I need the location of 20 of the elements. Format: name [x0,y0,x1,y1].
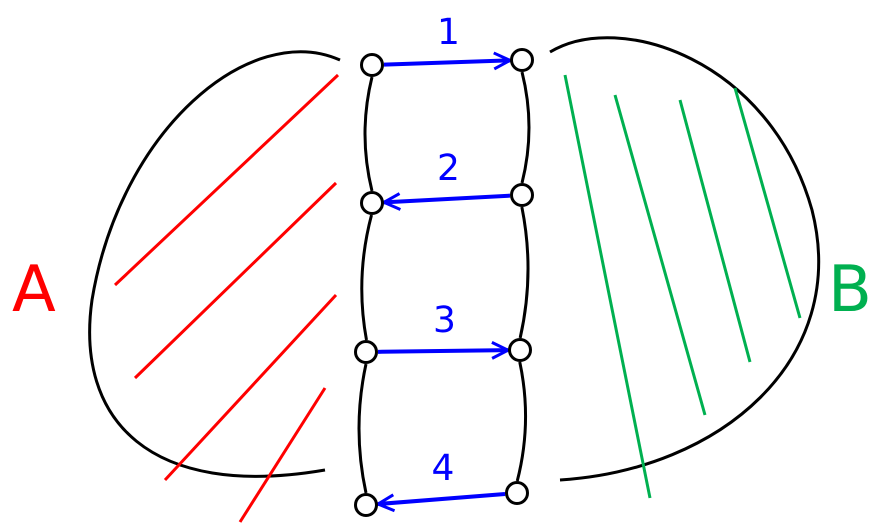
vertex-circle [354,493,378,517]
connector-line [516,362,528,482]
connector-line [360,214,373,340]
arrow [384,51,512,70]
vertex-circle [360,191,384,215]
vertex-circle [360,53,384,77]
connector-line [364,76,374,192]
vertex-circle [510,48,534,72]
connector-line [518,206,530,338]
vertex-circle [354,340,378,364]
arrow [376,492,506,512]
region-label: A [12,258,56,322]
region-label: B [828,258,872,322]
connector-line [520,72,530,184]
vertex-circle [510,183,534,207]
vertex-circle [505,481,529,505]
connector-line [358,364,368,494]
vertex-circle [508,338,532,362]
arrow [378,340,510,360]
arrow [382,192,510,211]
